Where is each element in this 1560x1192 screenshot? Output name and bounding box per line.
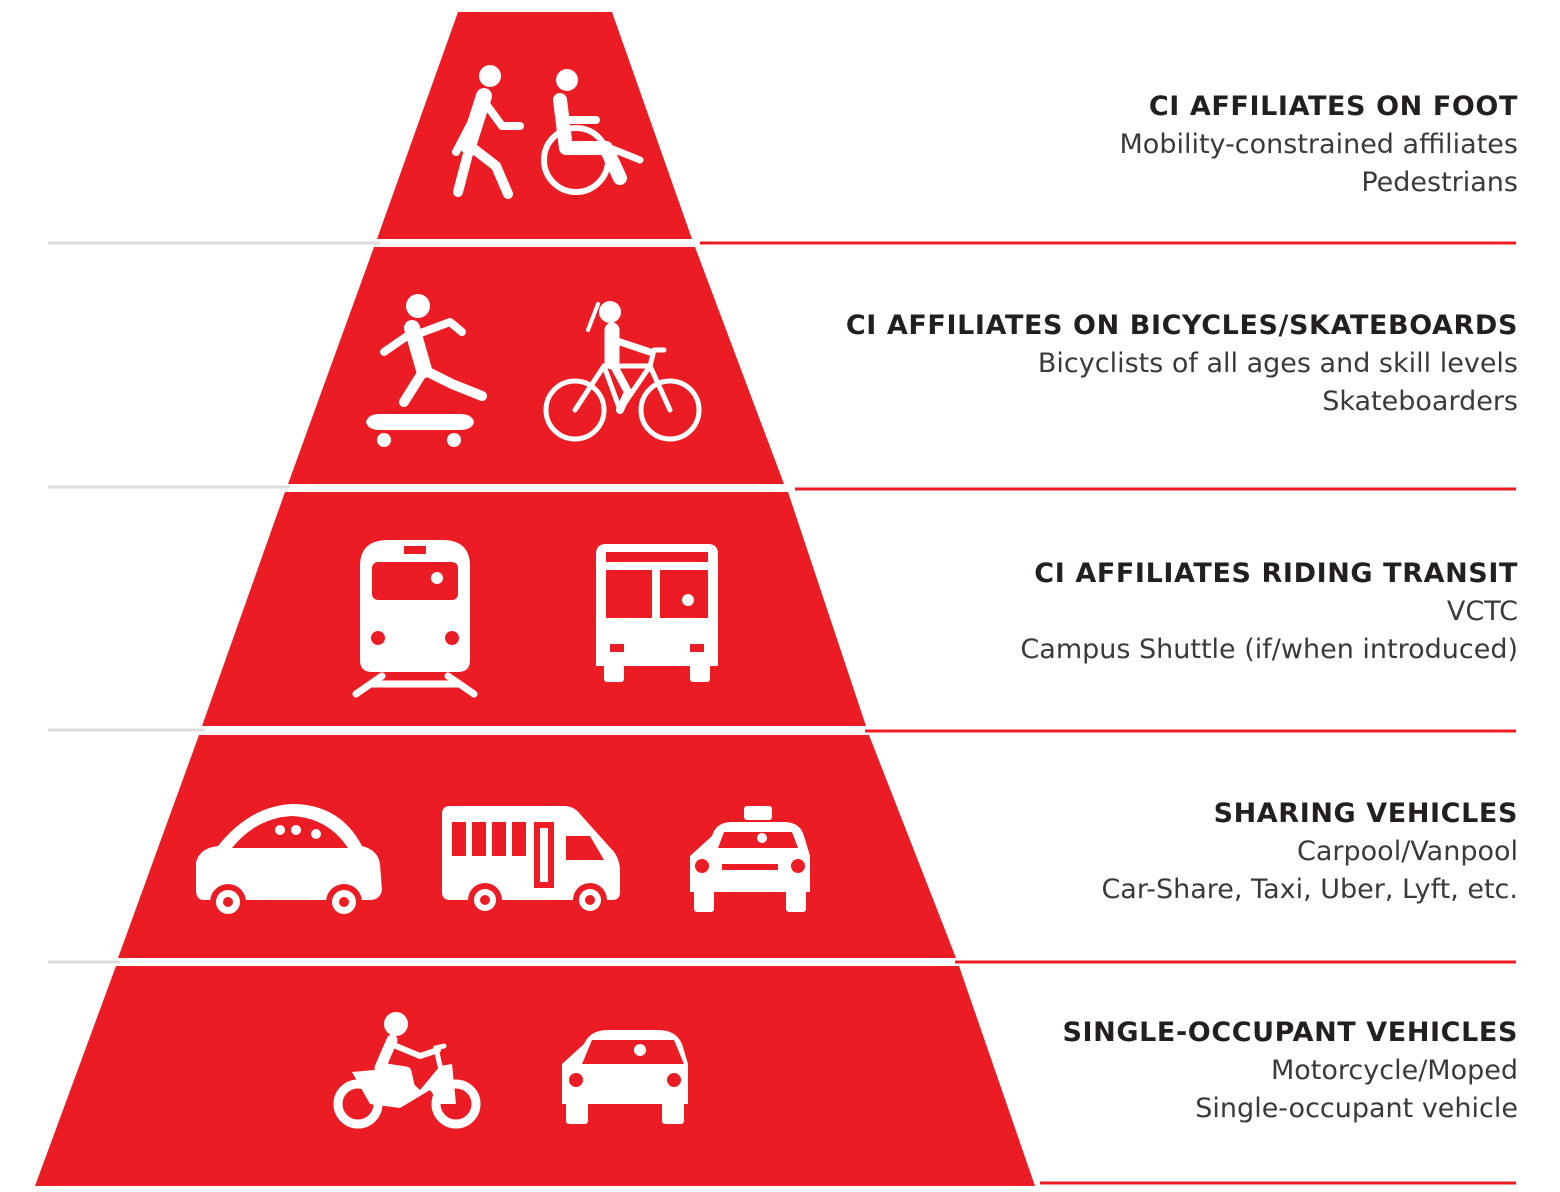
wheelchair-icon: [541, 69, 644, 195]
tier-2-band: [288, 247, 784, 484]
tier-4-title: SHARING VEHICLES: [1213, 798, 1518, 829]
skateboarder-icon: [366, 294, 487, 447]
tier-4-line-1: Carpool/Vanpool: [1297, 836, 1518, 867]
tier-1-line-2: Pedestrians: [1361, 167, 1518, 198]
bus-icon: [596, 544, 718, 682]
tier-3-text: CI AFFILIATES RIDING TRANSIT VCTC Campus…: [1020, 555, 1518, 669]
pyramid-tiers: [35, 12, 1035, 1186]
tier-2-line-2: Skateboarders: [1322, 386, 1518, 417]
taxi-icon: [690, 806, 810, 912]
motorcycle-icon: [333, 1012, 481, 1129]
tier-3-line-1: VCTC: [1446, 596, 1518, 627]
tier-5-line-2: Single-occupant vehicle: [1195, 1093, 1518, 1124]
right-dividers: [700, 241, 1516, 1185]
tier-3-band: [202, 492, 866, 726]
left-dividers: [48, 241, 380, 964]
tier-5-title: SINGLE-OCCUPANT VEHICLES: [1062, 1017, 1518, 1048]
tier-2-line-1: Bicyclists of all ages and skill levels: [1037, 348, 1518, 379]
tier-5-line-1: Motorcycle/Moped: [1270, 1055, 1518, 1086]
tier-3-line-2: Campus Shuttle (if/when introduced): [1020, 634, 1518, 665]
tier-1-text: CI AFFILIATES ON FOOT Mobility-constrain…: [1120, 88, 1518, 202]
tier-4-text: SHARING VEHICLES Carpool/Vanpool Car-Sha…: [1101, 795, 1518, 909]
pedestrian-icon: [452, 65, 524, 199]
tier-1-band: [377, 12, 692, 239]
tier-1-title: CI AFFILIATES ON FOOT: [1148, 91, 1518, 122]
van-icon: [442, 806, 620, 917]
bicyclist-icon: [543, 301, 702, 442]
tier-3-title: CI AFFILIATES RIDING TRANSIT: [1034, 558, 1518, 589]
tier-2-title: CI AFFILIATES ON BICYCLES/SKATEBOARDS: [845, 310, 1518, 341]
tier-5-band: [35, 966, 1035, 1186]
carpool-icon: [196, 804, 382, 920]
tier-2-text: CI AFFILIATES ON BICYCLES/SKATEBOARDS Bi…: [846, 307, 1518, 421]
train-icon: [352, 540, 478, 698]
car-icon: [562, 1030, 688, 1124]
tier-4-line-2: Car-Share, Taxi, Uber, Lyft, etc.: [1101, 874, 1518, 905]
tier-1-line-1: Mobility-constrained affiliates: [1119, 129, 1518, 160]
tier-5-text: SINGLE-OCCUPANT VEHICLES Motorcycle/Mope…: [1062, 1014, 1518, 1128]
